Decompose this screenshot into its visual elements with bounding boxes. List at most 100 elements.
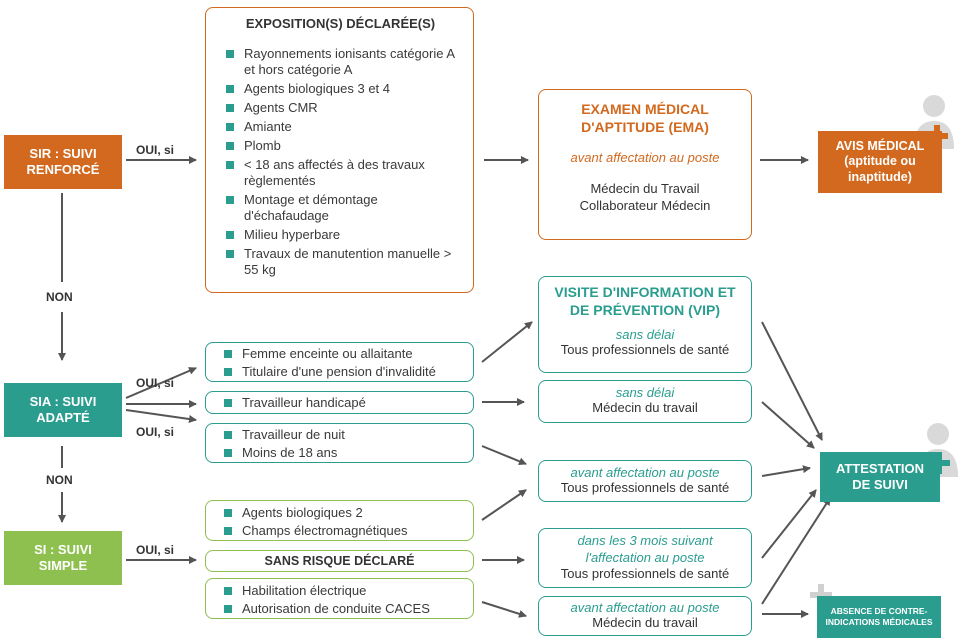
si-box-2: SANS RISQUE DÉCLARÉ <box>205 550 474 572</box>
list-item: Titulaire d'une pension d'invalidité <box>220 364 467 380</box>
bullet-square-icon <box>226 104 234 112</box>
ema-box: EXAMEN MÉDICAL D'APTITUDE (EMA) avant af… <box>538 89 752 240</box>
ema-title: EXAMEN MÉDICAL D'APTITUDE (EMA) <box>581 101 709 135</box>
si-box-1: Agents biologiques 2 Champs électromagnét… <box>205 500 474 541</box>
bullet-square-icon <box>226 196 234 204</box>
list-item: Champs électromagnétiques <box>220 523 467 539</box>
bullet-square-icon <box>226 85 234 93</box>
vip-box-1: VISITE D'INFORMATION ET DE PRÉVENTION (V… <box>538 276 752 373</box>
absence-label: ABSENCE DE CONTRE-INDICATIONS MÉDICALES <box>825 606 933 627</box>
vip-4-when: dans les 3 mois suivant l'affectation au… <box>577 533 713 565</box>
arrow-vip2-att <box>761 401 815 449</box>
list-item-text: Montage et démontage d'échafaudage <box>244 192 378 223</box>
exposition-title: EXPOSITION(S) DÉCLARÉE(S) <box>245 16 436 31</box>
ema-who-2: Collaborateur Médecin <box>579 198 711 213</box>
absence-box: ABSENCE DE CONTRE-INDICATIONS MÉDICALES <box>817 596 941 638</box>
avis-medical-label: AVIS MÉDICAL (aptitude ou inaptitude) <box>835 138 925 184</box>
arrow-vip4-att <box>761 489 817 559</box>
vip-2-when: sans délai <box>615 385 675 400</box>
non-label-2: NON <box>46 473 73 487</box>
bullet-square-icon <box>224 449 232 457</box>
vip-1-who: Tous professionnels de santé <box>560 342 730 357</box>
list-item-text: Rayonnements ionisants catégorie A et ho… <box>244 46 455 77</box>
arrow-vip3-att <box>761 465 811 477</box>
bullet-square-icon <box>224 431 232 439</box>
exposition-box: EXPOSITION(S) DÉCLARÉE(S) Rayonnements i… <box>205 7 474 293</box>
list-item: Plomb <box>222 138 459 154</box>
list-item-text: Travailleur de nuit <box>242 427 345 442</box>
list-item-text: Agents CMR <box>244 100 318 115</box>
si-box: SI : SUIVI SIMPLE <box>4 531 122 585</box>
list-item: Travaux de manutention manuelle > 55 kg <box>222 246 459 278</box>
oui-label-si: OUI, si <box>136 543 175 557</box>
non-label-1: NON <box>46 290 73 304</box>
list-item-text: Agents biologiques 3 et 4 <box>244 81 390 96</box>
list-item: Autorisation de conduite CACES <box>220 601 467 617</box>
list-item: Habilitation électrique <box>220 583 467 599</box>
sia-box-2: Travailleur handicapé <box>205 391 474 414</box>
vip-box-3: avant affectation au poste Tous professi… <box>538 460 752 502</box>
sans-risque-label: SANS RISQUE DÉCLARÉ <box>264 554 415 568</box>
list-item-text: Travaux de manutention manuelle > 55 kg <box>244 246 452 277</box>
plus-icon-grey <box>810 584 832 606</box>
bullet-square-icon <box>226 142 234 150</box>
plus-icon-teal <box>928 452 950 474</box>
list-item: Amiante <box>222 119 459 135</box>
bullet-square-icon <box>226 123 234 131</box>
bullet-square-icon <box>226 231 234 239</box>
bullet-square-icon <box>224 605 232 613</box>
bullet-square-icon <box>226 50 234 58</box>
list-item: Montage et démontage d'échafaudage <box>222 192 459 224</box>
sia-label: SIA : SUIVI ADAPTÉ <box>29 393 97 425</box>
exposition-list: Rayonnements ionisants catégorie A et ho… <box>222 46 459 278</box>
list-item-text: Autorisation de conduite CACES <box>242 601 430 616</box>
arrow-sia-b1 <box>125 367 197 399</box>
list-item: Femme enceinte ou allaitante <box>220 346 467 362</box>
vip-3-who: Tous professionnels de santé <box>560 480 730 495</box>
plus-icon-orange <box>926 125 948 147</box>
bullet-square-icon <box>224 527 232 535</box>
list-item-text: Moins de 18 ans <box>242 445 338 460</box>
list-item: Agents biologiques 2 <box>220 505 467 521</box>
vip-box-4: dans les 3 mois suivant l'affectation au… <box>538 528 752 588</box>
vip-title: VISITE D'INFORMATION ET DE PRÉVENTION (V… <box>554 284 736 318</box>
list-item-text: < 18 ans affectés à des travaux règlemen… <box>244 157 425 188</box>
list-item: Travailleur handicapé <box>220 395 467 411</box>
vip-box-5: avant affectation au poste Médecin du tr… <box>538 596 752 636</box>
list-item: Moins de 18 ans <box>220 445 467 461</box>
oui-label-sia-2: OUI, si <box>136 425 175 439</box>
list-item-text: Amiante <box>244 119 292 134</box>
sir-box: SIR : SUIVI RENFORCÉ <box>4 135 122 189</box>
vip-5-when: avant affectation au poste <box>570 600 720 615</box>
bullet-square-icon <box>224 368 232 376</box>
arrow-si1-vip <box>481 489 527 521</box>
list-item-text: Plomb <box>244 138 281 153</box>
vip-box-2: sans délai Médecin du travail <box>538 380 752 423</box>
arrow-si3-vip <box>481 601 527 618</box>
bullet-square-icon <box>224 399 232 407</box>
list-item: Milieu hyperbare <box>222 227 459 243</box>
sia-box: SIA : SUIVI ADAPTÉ <box>4 383 122 437</box>
arrow-vip1-att <box>761 321 823 441</box>
arrow-b3-vip <box>481 445 527 466</box>
list-item: Agents biologiques 3 et 4 <box>222 81 459 97</box>
si-list-1: Agents biologiques 2 Champs électromagnét… <box>220 505 467 539</box>
vip-2-who: Médecin du travail <box>592 400 698 415</box>
list-item-text: Agents biologiques 2 <box>242 505 363 520</box>
list-item-text: Milieu hyperbare <box>244 227 341 242</box>
vip-5-who: Médecin du travail <box>592 615 698 630</box>
sir-label: SIR : SUIVI RENFORCÉ <box>26 145 100 177</box>
bullet-square-icon <box>224 350 232 358</box>
oui-label-sir: OUI, si <box>136 143 175 157</box>
arrow-sia-b3 <box>125 409 197 423</box>
vip-4-who: Tous professionnels de santé <box>560 566 730 581</box>
vip-3-when: avant affectation au poste <box>570 465 720 480</box>
arrow-vip5-att <box>761 497 831 605</box>
bullet-square-icon <box>224 587 232 595</box>
avis-medical-box: AVIS MÉDICAL (aptitude ou inaptitude) <box>818 131 942 193</box>
